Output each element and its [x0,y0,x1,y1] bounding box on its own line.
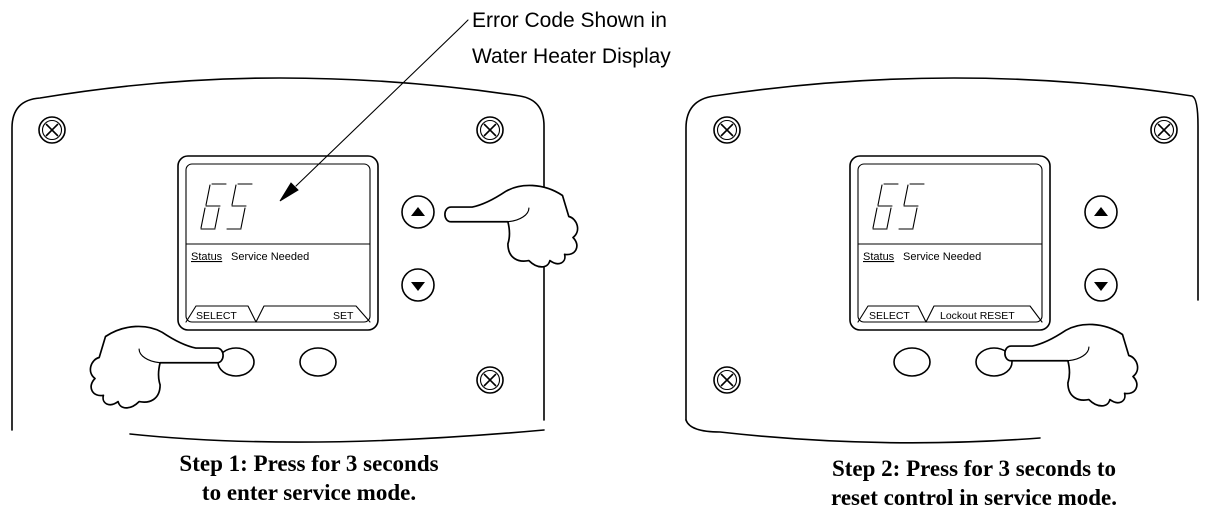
panel-2-caption-line1: Step 2: Press for 3 seconds to [832,456,1116,481]
panel-1-softkey-set-label: SET [333,310,354,322]
screw-icon [1150,116,1178,144]
up-arrow-icon [1094,207,1108,216]
panel-1-faceplate [11,77,545,431]
panel-1-set-button[interactable] [299,347,337,377]
panel-1-softkey-select-label: SELECT [196,310,237,322]
down-button[interactable] [1084,268,1118,302]
panel-2-caption-line2: reset control in service mode. [831,485,1117,510]
panel-1-bottom-edge [129,429,545,443]
pointing-hand-icon [445,185,578,266]
down-arrow-icon [1094,282,1108,291]
panel-1-error-code-digits [200,183,253,230]
up-arrow-icon [411,207,425,216]
panel-2-softkey-select-label: SELECT [869,310,910,322]
panel-1-caption-line2: to enter service mode. [202,480,416,505]
down-button[interactable] [401,268,435,302]
panel-1-status-label: Status [191,251,223,263]
screw-icon [713,116,741,144]
pointing-hand-icon [1005,324,1138,405]
panel-1-softkey-tabs [185,305,371,323]
screw-icon [38,116,66,144]
panel-1-status-text: Service Needed [231,251,309,263]
callout-leader-line [295,19,469,187]
panel-2-display: Status Service Needed SELECT Lockout RES… [849,155,1051,331]
screw-icon [476,366,504,394]
callout-arrowhead [279,182,299,202]
panel-1: Status Service Needed SELECT SET Step 1:… [11,77,578,505]
pointing-hand-icon [89,325,224,409]
panel-2-select-button[interactable] [893,347,931,377]
up-button[interactable] [401,195,435,229]
panel-1-display: Status Service Needed SELECT SET [177,155,379,331]
panel-2-status-label: Status [863,251,895,263]
panel-2-bottom-edge [685,419,1041,444]
down-arrow-icon [411,282,425,291]
panel-2-error-code-digits [872,183,925,230]
panel-1-caption-line1: Step 1: Press for 3 seconds [179,451,438,476]
screw-icon [713,366,741,394]
panel-2-softkey-reset-label: Lockout RESET [940,310,1015,322]
up-button[interactable] [1084,195,1118,229]
panel-2-reset-button[interactable] [975,347,1013,377]
callout-text-line1: Error Code Shown in [472,9,667,32]
panel-2: Status Service Needed SELECT Lockout RES… [685,77,1199,510]
callout-text-line2: Water Heater Display [472,45,671,68]
panel-2-softkey-tabs [857,305,1043,323]
panel-2-status-text: Service Needed [903,251,981,263]
screw-icon [476,116,504,144]
panel-2-faceplate [685,77,1199,421]
